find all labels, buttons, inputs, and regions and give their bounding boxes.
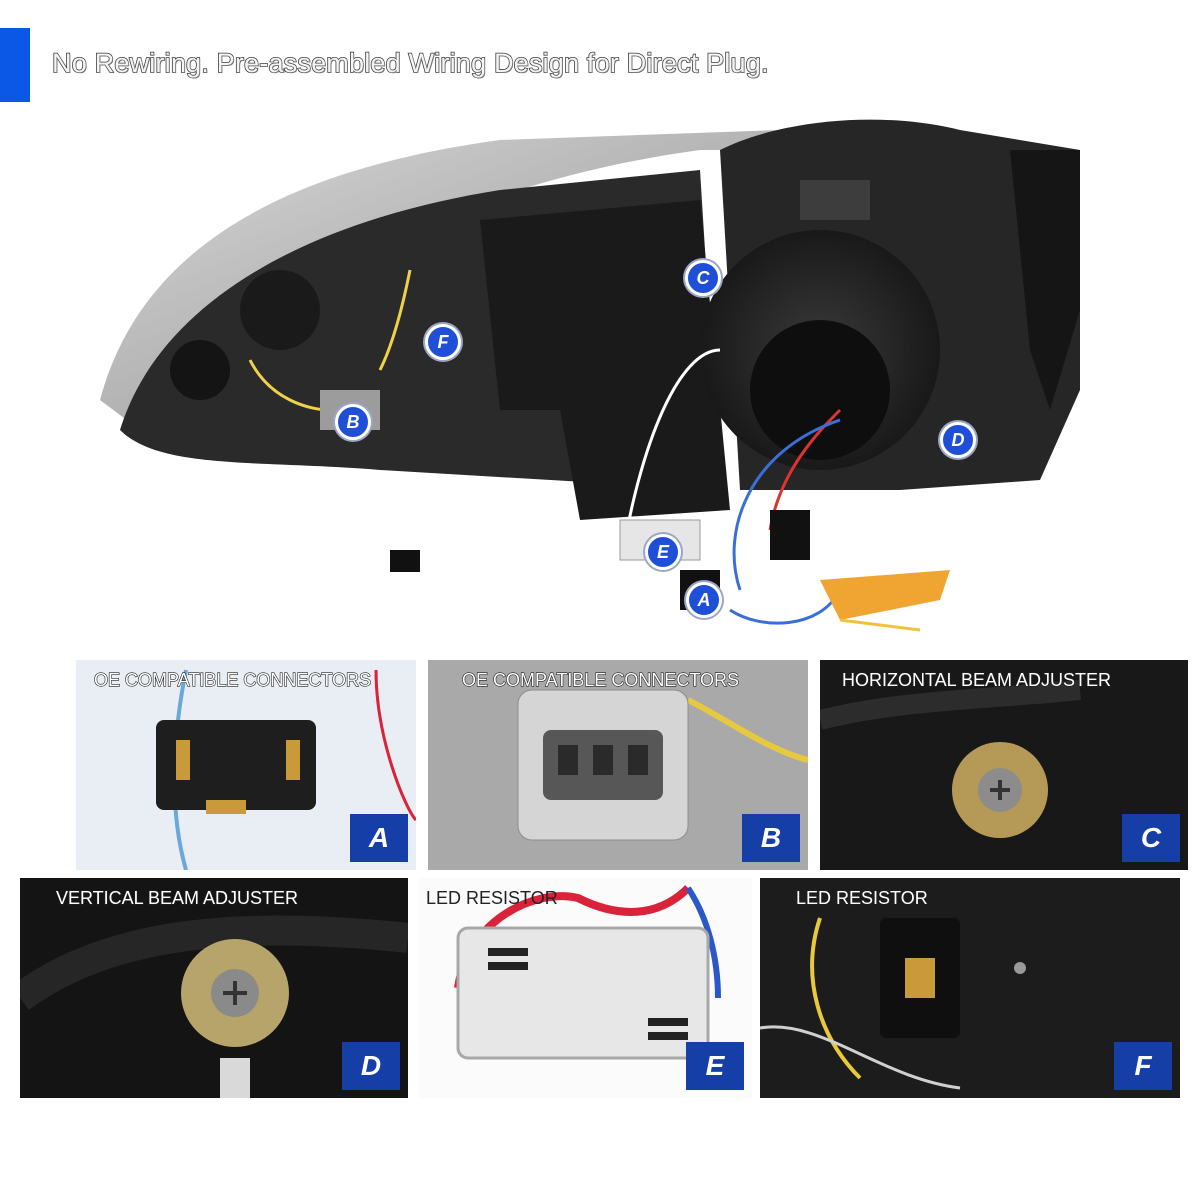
- panel-a: OE COMPATIBLE CONNECTORS A: [76, 660, 416, 870]
- headline: No Rewiring. Pre-assembled Wiring Design…: [51, 47, 769, 79]
- headlight-hero-image: C F B D E A: [80, 110, 1120, 650]
- panel-a-label: OE COMPATIBLE CONNECTORS: [93, 669, 372, 690]
- panel-f-image: [760, 878, 1180, 1098]
- callout-b: B: [335, 404, 371, 440]
- panel-f-label: LED RESISTOR: [795, 887, 928, 908]
- panel-c: HORIZONTAL BEAM ADJUSTER C: [820, 660, 1188, 870]
- panel-f: LED RESISTOR F: [760, 878, 1180, 1098]
- panel-e-label: LED RESISTOR: [426, 888, 558, 908]
- panel-e-image: [418, 878, 752, 1098]
- panel-e-badge: E: [686, 1042, 744, 1090]
- panel-c-label: HORIZONTAL BEAM ADJUSTER: [841, 669, 1112, 690]
- callout-c: C: [685, 260, 721, 296]
- panel-a-badge: A: [350, 814, 408, 862]
- callout-d: D: [940, 422, 976, 458]
- panel-d-label: VERTICAL BEAM ADJUSTER: [55, 887, 299, 908]
- panel-c-badge: C: [1122, 814, 1180, 862]
- accent-bar: [0, 28, 30, 102]
- panel-a-image: [156, 669, 416, 870]
- panel-b: OE COMPATIBLE CONNECTORS B: [428, 660, 808, 870]
- panel-d-badge: D: [342, 1042, 400, 1090]
- panel-d: VERTICAL BEAM ADJUSTER D: [20, 878, 408, 1098]
- callout-e: E: [645, 534, 681, 570]
- panel-e: LED RESISTOR E: [418, 878, 752, 1098]
- callout-f: F: [425, 324, 461, 360]
- callout-a: A: [686, 582, 722, 618]
- panel-b-badge: B: [742, 814, 800, 862]
- panel-b-label: OE COMPATIBLE CONNECTORS: [461, 669, 740, 690]
- panel-f-badge: F: [1114, 1042, 1172, 1090]
